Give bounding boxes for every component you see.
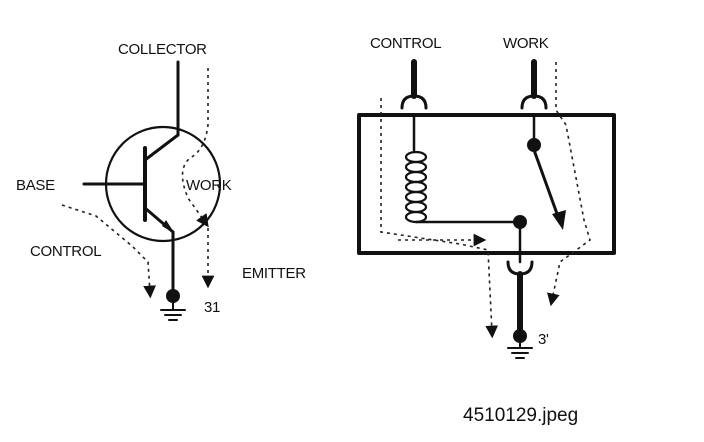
relay-ground-terminal-dot xyxy=(513,329,527,343)
emitter-label: EMITTER xyxy=(242,265,306,282)
base-label: BASE xyxy=(16,177,55,194)
control-current-path xyxy=(61,204,156,299)
image-caption: 4510129.jpeg xyxy=(463,405,578,426)
relay-coil xyxy=(404,150,428,224)
control-current-path-relay xyxy=(380,98,499,339)
work-current-path xyxy=(181,68,209,228)
switch-pivot-dot xyxy=(527,138,541,152)
relay-ground-number: 3' xyxy=(538,331,549,348)
transistor-control-label: CONTROL xyxy=(30,243,101,260)
relay-current-paths xyxy=(380,62,591,339)
work-connector xyxy=(520,94,548,110)
transistor-work-label: WORK xyxy=(186,177,232,194)
relay-housing xyxy=(357,113,616,255)
emitter-arrow xyxy=(162,220,175,234)
transistor-symbol xyxy=(82,60,222,321)
transistor-ground-number: 31 xyxy=(204,299,220,316)
collector-to-base-line xyxy=(143,133,180,162)
ground-terminal-dot xyxy=(166,289,180,303)
switch-arm xyxy=(532,148,562,224)
collector-label: COLLECTOR xyxy=(118,41,207,58)
relay-control-label: CONTROL xyxy=(370,35,441,52)
relay-symbol xyxy=(357,59,616,359)
relay-work-label: WORK xyxy=(503,35,549,52)
work-current-path-relay xyxy=(547,62,591,307)
transistor-current-paths xyxy=(61,68,215,299)
switch-arrow xyxy=(552,210,566,230)
control-connector xyxy=(400,94,428,110)
